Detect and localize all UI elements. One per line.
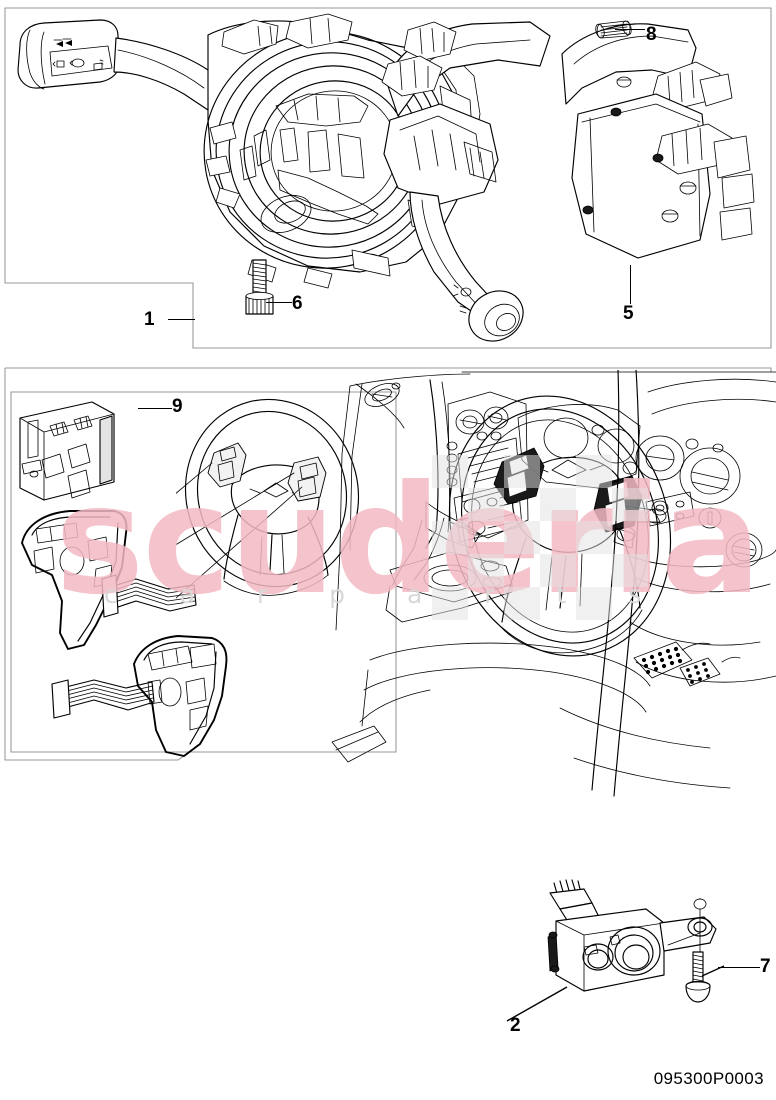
leader-7: [718, 967, 760, 969]
leader-5: [630, 265, 632, 304]
callout-9[interactable]: 9: [172, 396, 183, 417]
mounting-bolt-art: [240, 258, 282, 320]
leader-8: [615, 29, 645, 31]
steering-column-control-module: [561, 23, 755, 259]
control-bracket: [19, 401, 115, 501]
rotary-light-switch-art: [540, 875, 720, 1015]
mounting-screw-art: [682, 950, 714, 1006]
screw-7: [685, 951, 711, 1003]
callout-1[interactable]: 1: [144, 309, 155, 330]
interior-scene: [331, 370, 776, 797]
callout-2[interactable]: 2: [510, 1015, 521, 1036]
car-interior-art: [330, 370, 776, 800]
leader-1: [168, 319, 195, 321]
callout-5[interactable]: 5: [623, 303, 634, 324]
diagram-code: 095300P0003: [653, 1069, 764, 1088]
switch-module-left: [21, 510, 197, 650]
callout-6[interactable]: 6: [292, 293, 303, 314]
switch-control-bracket-art: [16, 398, 120, 504]
leader-6: [266, 302, 292, 304]
right-steering-switch-module-art: [40, 630, 240, 760]
switch-module-right: [51, 635, 228, 757]
light-switch-assembly: [547, 879, 717, 992]
callout-7[interactable]: 7: [760, 956, 771, 977]
screw-guide-line: [690, 898, 710, 956]
leader-2: [506, 986, 568, 1022]
control-module-art: [560, 18, 760, 288]
leader-9: [138, 408, 172, 410]
turn-signal-stalk: [17, 19, 227, 111]
leader-7-hook: [701, 965, 725, 977]
wiper-stalk: [381, 21, 551, 342]
callout-8[interactable]: 8: [646, 24, 657, 45]
bolt-6: [245, 259, 274, 315]
